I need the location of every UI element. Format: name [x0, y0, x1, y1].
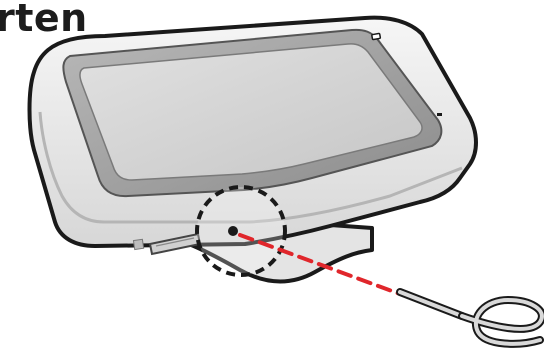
reset-button — [228, 226, 238, 236]
reset-button-callout — [197, 187, 285, 275]
light-sensor — [437, 113, 442, 116]
paper-clip-icon — [400, 292, 542, 344]
status-led — [372, 33, 381, 39]
